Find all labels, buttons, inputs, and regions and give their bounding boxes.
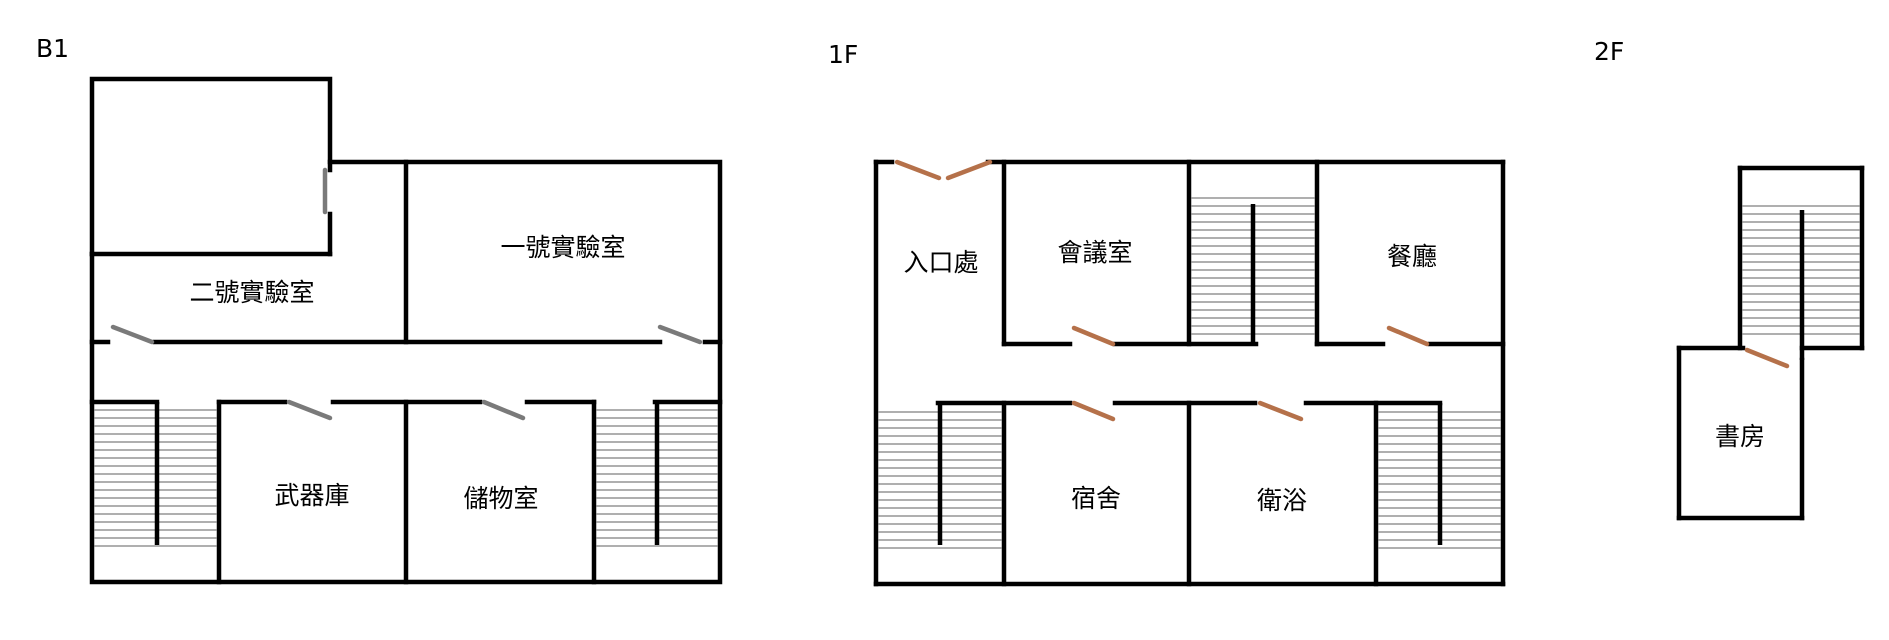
1f-entrance-door-left bbox=[894, 159, 942, 181]
1f-stairs-right bbox=[1378, 403, 1501, 549]
1f-door-bath bbox=[1257, 400, 1304, 422]
floor-label-2f: 2F bbox=[1594, 37, 1624, 66]
2f-walls bbox=[1676, 165, 1865, 521]
b1-door-storage bbox=[481, 399, 526, 421]
floor-2f: 2F bbox=[1594, 37, 1865, 521]
floor-1f: 1F bbox=[828, 40, 1506, 587]
1f-doors bbox=[894, 159, 1430, 422]
room-label-study: 書房 bbox=[1715, 422, 1765, 451]
floor-label-1f: 1F bbox=[828, 40, 858, 69]
room-label-dining: 餐廳 bbox=[1387, 242, 1437, 271]
b1-door-lab2 bbox=[110, 324, 155, 345]
room-label-storage: 儲物室 bbox=[463, 484, 538, 513]
room-label-armory: 武器庫 bbox=[274, 481, 349, 510]
1f-door-dorm bbox=[1071, 400, 1116, 422]
1f-stairs-center bbox=[1191, 197, 1315, 344]
b1-walls bbox=[89, 159, 723, 585]
floor-label-b1: B1 bbox=[36, 34, 69, 63]
b1-door-armory bbox=[286, 399, 333, 421]
b1-door-lab1 bbox=[657, 324, 703, 345]
room-label-bath: 衛浴 bbox=[1257, 486, 1307, 515]
room-label-dorm: 宿舍 bbox=[1071, 484, 1121, 513]
b1-annex bbox=[89, 76, 333, 257]
room-label-meeting: 會議室 bbox=[1057, 238, 1132, 267]
room-label-lab1: 一號實驗室 bbox=[500, 233, 625, 262]
1f-stairs-left bbox=[878, 403, 1002, 549]
b1-stairs-right bbox=[596, 402, 718, 547]
room-label-lab2: 二號實驗室 bbox=[189, 278, 314, 307]
2f-door-study bbox=[1744, 347, 1790, 369]
1f-door-meeting bbox=[1071, 325, 1116, 347]
b1-stairs-left bbox=[94, 402, 217, 547]
1f-entrance-door-right bbox=[945, 159, 993, 181]
1f-walls bbox=[873, 159, 1506, 587]
2f-stairs bbox=[1742, 205, 1860, 360]
b1-doors bbox=[110, 324, 703, 421]
room-label-entrance: 入口處 bbox=[903, 248, 978, 277]
floor-b1: B1 bbox=[36, 34, 723, 585]
1f-door-dining bbox=[1386, 325, 1430, 347]
